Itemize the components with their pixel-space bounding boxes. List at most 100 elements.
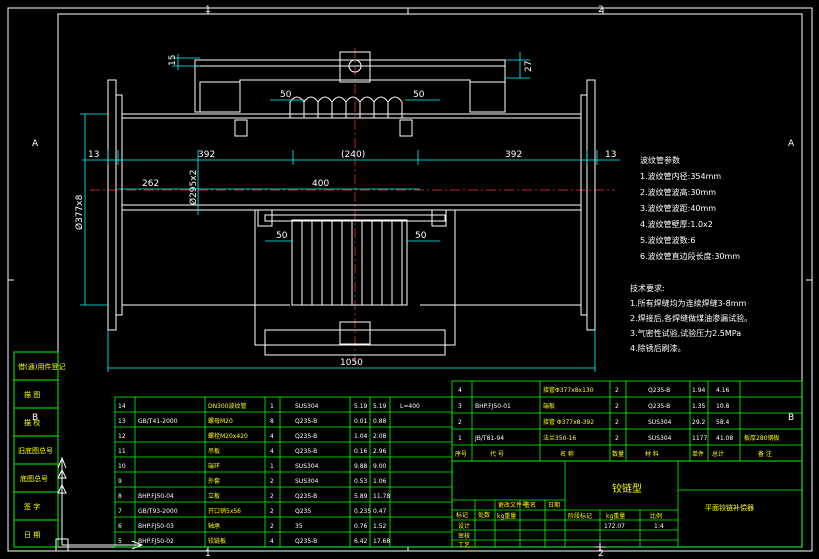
- bom-u-h-qty: 数量: [612, 450, 624, 458]
- bom-main-row-6-w2: 1.52: [373, 523, 387, 530]
- strip-label-3: 描 校: [24, 418, 40, 427]
- dimension-lines: [80, 52, 620, 372]
- zone-left-b: B: [32, 413, 38, 423]
- dim-phi-outer: Ø377x8: [74, 194, 85, 230]
- bom-u-r1-no: 4: [458, 387, 462, 394]
- bom-main-row-6-qty: 2: [270, 523, 274, 530]
- bom-u-r4-code: JB/T81-94: [474, 435, 504, 442]
- section-arrow-icon: [57, 468, 67, 494]
- bom-main-row-8-no: 8: [118, 493, 122, 500]
- bom-main-row-7-w2: 0.47: [373, 508, 387, 515]
- zone-left-a: A: [32, 139, 39, 149]
- assembly-drawing: [107, 51, 596, 356]
- bom-main-row-5-w2: 17.68: [373, 538, 390, 545]
- dimension-texts: 15 27 50 50 13 392 (240) 392 13 262 400 …: [74, 55, 616, 368]
- title-weight-label: kg重量: [497, 512, 516, 520]
- bom-u-r2-qty: 2: [615, 403, 619, 410]
- bom-u-r2-code: BHP.FJ50-01: [475, 403, 511, 410]
- bom-main-row-10-qty: 1: [270, 463, 274, 470]
- bom-u-r3-w2: 58.4: [716, 419, 730, 426]
- title-block: 铰链型 平面铰链补偿器 标记 处数 更改文件号 签名 日期 设计 审核 工艺 k…: [451, 460, 803, 549]
- bellows-param-1: 1.波纹管内径:354mm: [640, 171, 721, 181]
- bom-main-row-7-mat: Q235: [295, 508, 311, 515]
- title-weight-label-2: kg重量: [606, 512, 625, 520]
- dim-15: 15: [168, 55, 178, 66]
- title-weight: 172.07: [604, 523, 625, 530]
- bom-main-row-12-qty: 4: [270, 433, 274, 440]
- title-company: 平面铰链补偿器: [705, 503, 754, 512]
- bom-u-r4-mat: SUS304: [648, 435, 672, 442]
- bom-main-row-9-qty: 2: [270, 478, 274, 485]
- bom-u-r3-no: 2: [458, 419, 462, 426]
- bom-u-r4-no: 1: [458, 435, 462, 442]
- bom-main-row-14-note: L=400: [400, 403, 420, 410]
- title-sign-name: 签名: [524, 501, 536, 509]
- bom-main-row-8-w1: 5.89: [354, 493, 368, 500]
- bom-main-row-6-code: BHP.FJ50-03: [138, 523, 174, 530]
- dim-1050: 1050: [340, 358, 363, 368]
- dim-phi-inner: Ø295x2: [188, 170, 199, 205]
- strip-label-6: 签 字: [24, 502, 40, 511]
- bom-main-row-12-w1: 1.04: [354, 433, 368, 440]
- zone-bottom-2: 2: [598, 549, 604, 559]
- strip-label-1: 借(通)用件登记: [18, 362, 65, 371]
- bom-u-h-mat: 材 料: [645, 450, 659, 458]
- bom-u-r2-name: 端板: [543, 402, 555, 410]
- dim-50-bottom-right: 50: [415, 231, 427, 241]
- bom-main-row-9-w2: 1.06: [373, 478, 387, 485]
- bom-main-row-14-mat: SUS304: [295, 403, 319, 410]
- dim-50-top-left: 50: [280, 90, 292, 100]
- bom-u-r4-w2: 41.08: [716, 435, 733, 442]
- bom-u-h-w2: 总计: [712, 450, 724, 458]
- bom-main-row-5-code: BHP.FJ50-02: [138, 538, 174, 545]
- strip-label-2: 描 图: [24, 390, 40, 399]
- title-stage-label: 阶段标记: [568, 512, 592, 520]
- bom-u-r2-no: 3: [458, 403, 462, 410]
- bom-main-row-14-w1: 5.19: [354, 403, 368, 410]
- bom-u-r3-w1: 29.2: [692, 419, 706, 426]
- bom-main-row-9-name: 外套: [208, 477, 220, 485]
- ucs-axis-icon: [55, 456, 144, 552]
- tech-requirements: 技术要求: 1.所有焊缝均为连续焊缝3-8mm 2.焊接后,各焊缝做煤油渗漏试验…: [630, 283, 752, 353]
- bom-main-row-10-name: 端环: [208, 462, 220, 470]
- dim-50-bottom-left: 50: [276, 231, 288, 241]
- crosshair-cursor-icon[interactable]: [595, 543, 605, 551]
- bom-main-row-9-mat: SUS304: [295, 478, 319, 485]
- bom-main-row-11-mat: Q235-B: [295, 448, 317, 455]
- bom-u-r3-mat: SUS304: [648, 419, 672, 426]
- bom-u-r3-qty: 2: [615, 419, 619, 426]
- bom-main-row-14-w2: 5.19: [373, 403, 387, 410]
- bom-main-row-9-w1: 0.53: [354, 478, 368, 485]
- bom-main-row-6-name: 轴承: [208, 522, 220, 530]
- zone-right-a: A: [788, 139, 795, 149]
- bom-u-r2-mat: Q235-B: [648, 403, 670, 410]
- dim-50-top-right: 50: [413, 90, 425, 100]
- bellows-top: [289, 96, 403, 118]
- bom-main-row-6-no: 6: [118, 523, 122, 530]
- bom-main-row-13-no: 13: [118, 418, 126, 425]
- bellows-param-5: 5.波纹管波数:6: [640, 235, 695, 245]
- bom-main-row-12-no: 12: [118, 433, 126, 440]
- title-role-process: 工艺: [458, 541, 470, 549]
- bom-upper-table: 4 接管Φ377x8x130 2 Q235-B 1.94 4.16 3 BHP.…: [451, 380, 803, 462]
- bom-u-h-name: 名 称: [560, 450, 574, 458]
- bom-main-row-13-w1: 0.01: [354, 418, 368, 425]
- bom-main-row-8-w2: 11.78: [373, 493, 390, 500]
- dim-400: 400: [312, 179, 329, 189]
- bom-u-h-code: 代 号: [490, 450, 504, 458]
- bom-main-row-12-name: 螺栓M20x420: [208, 432, 248, 440]
- title-scale: 1:4: [654, 523, 664, 530]
- bom-main-row-8-mat: Q235-B: [295, 493, 317, 500]
- bom-main-row-14-name: DN300波纹管: [208, 402, 247, 410]
- bellows-params-title: 波纹管参数: [640, 155, 680, 165]
- bom-main-row-5-w1: 6.42: [354, 538, 368, 545]
- bom-u-r2-w2: 10.8: [716, 403, 730, 410]
- dim-27: 27: [524, 61, 534, 72]
- left-strip-table: 借(通)用件登记 描 图 描 校 旧底图总号 底图总号 签 字 日 期: [13, 351, 65, 548]
- dim-392-left: 392: [198, 150, 215, 160]
- bom-main-row-8-qty: 2: [270, 493, 274, 500]
- bom-main-row-13-w2: 0.88: [373, 418, 387, 425]
- bom-main-row-13-qty: 8: [270, 418, 274, 425]
